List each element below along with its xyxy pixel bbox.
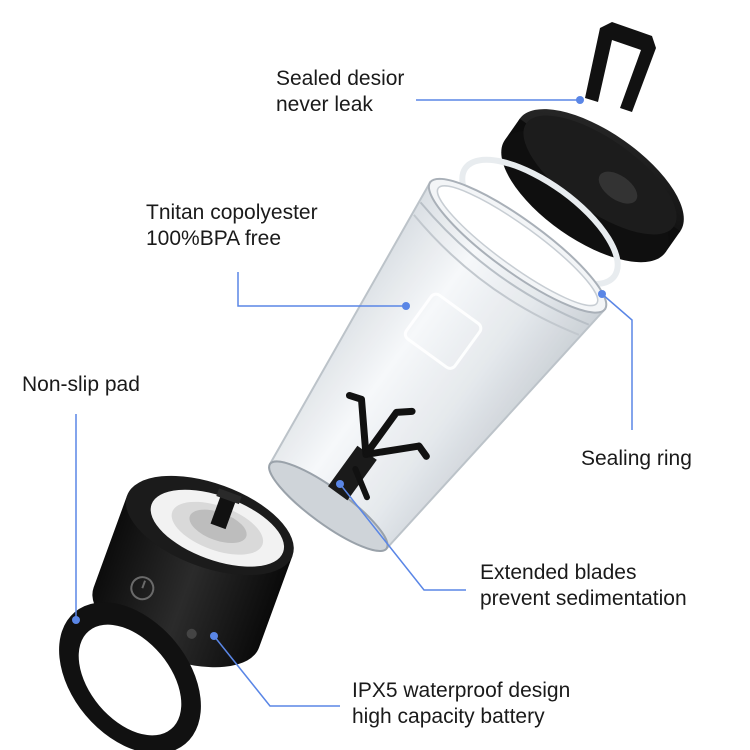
callout-waterproof: IPX5 waterproof design high capacity bat… xyxy=(352,678,570,730)
lid-handle xyxy=(585,22,656,112)
non-slip-pad xyxy=(59,602,201,750)
leader-lines xyxy=(72,96,633,707)
callout-blades: Extended blades prevent sedimentation xyxy=(480,560,687,612)
callout-non-slip-line1: Non-slip pad xyxy=(22,373,140,396)
callout-sealing-ring-line1: Sealing ring xyxy=(581,447,692,470)
cup xyxy=(268,177,608,552)
callout-blades-line2: prevent sedimentation xyxy=(480,587,687,610)
leader-tritan xyxy=(237,272,406,307)
callout-sealing-ring: Sealing ring xyxy=(581,446,692,472)
callout-sealed-design-line1: Sealed desior xyxy=(276,67,405,90)
callout-tritan-line1: Tnitan copolyester xyxy=(146,201,318,224)
callout-tritan-line2: 100%BPA free xyxy=(146,227,282,250)
callout-waterproof-line2: high capacity battery xyxy=(352,705,545,728)
callout-sealed-design-line2: never leak xyxy=(276,93,373,116)
leader-sealing-ring xyxy=(601,293,633,430)
leader-blades xyxy=(339,483,466,591)
indicator-light xyxy=(186,628,197,639)
power-button-icon xyxy=(130,576,155,601)
callout-sealed-design: Sealed desior never leak xyxy=(276,66,404,118)
leader-waterproof xyxy=(213,635,340,707)
lid xyxy=(501,22,684,263)
callout-tritan: Tnitan copolyester 100%BPA free xyxy=(146,200,318,252)
callout-waterproof-line1: IPX5 waterproof design xyxy=(352,679,571,702)
callout-blades-line1: Extended blades xyxy=(480,561,637,584)
callout-non-slip: Non-slip pad xyxy=(22,372,140,398)
